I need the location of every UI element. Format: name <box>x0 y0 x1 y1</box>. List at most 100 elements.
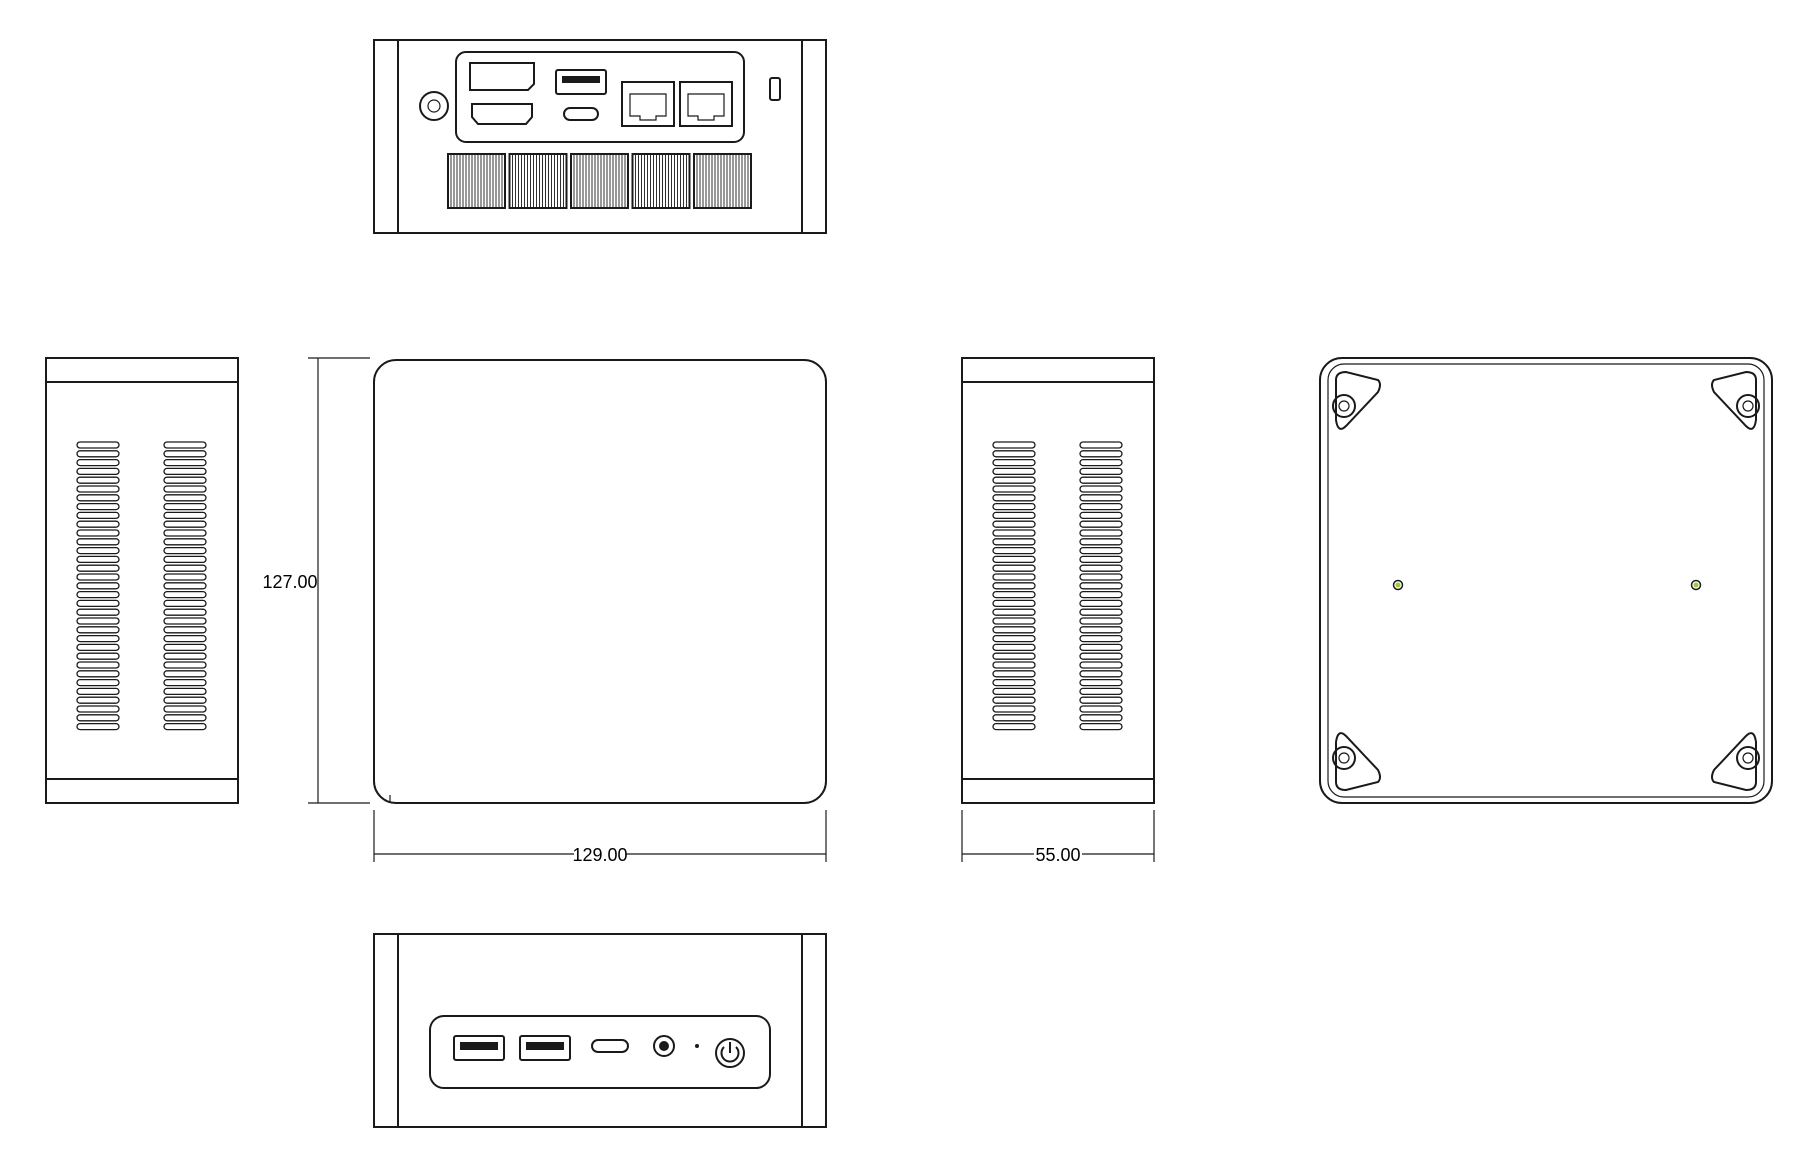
vent-slot <box>1079 573 1123 581</box>
vent-slot <box>1079 494 1123 502</box>
vent-slot <box>76 485 120 493</box>
vent-slot <box>1079 643 1123 652</box>
usb-a-port-icon <box>519 1035 571 1061</box>
vent-slot <box>992 687 1036 696</box>
vent-slot <box>76 441 120 449</box>
front-view <box>373 933 827 1128</box>
vent-slot <box>76 634 120 643</box>
vent-slot <box>163 573 207 581</box>
vent-slot <box>163 643 207 652</box>
status-led-icon <box>695 1044 699 1048</box>
vent-slot <box>76 494 120 502</box>
vent-slot <box>163 608 207 616</box>
vent-slot <box>163 617 207 625</box>
height-dimension-label: 127.00 <box>262 572 317 592</box>
vent-slot <box>1079 538 1123 546</box>
vent-slot <box>1079 696 1123 704</box>
vent-slot <box>163 599 207 608</box>
vent-slot <box>992 670 1036 678</box>
vent-slot <box>163 467 207 476</box>
vent-slot <box>163 687 207 696</box>
vent-slot <box>76 661 120 669</box>
vent-slot <box>992 608 1036 616</box>
vent-slot <box>992 467 1036 476</box>
width-dimension: 129.00 <box>373 810 827 865</box>
vent-slot <box>163 705 207 713</box>
vent-slot <box>1079 485 1123 493</box>
mounting-screw-hole <box>1392 579 1404 591</box>
rear-vent-grille <box>447 153 752 209</box>
vent-slot <box>163 714 207 722</box>
vent-slot <box>1079 555 1123 564</box>
rubber-foot <box>1332 370 1381 430</box>
vent-slot <box>992 652 1036 660</box>
vent-slot <box>1079 582 1123 590</box>
vent-slot <box>992 520 1036 528</box>
vent-slot <box>1079 564 1123 572</box>
hdmi-port-icon <box>471 103 533 125</box>
vent-slot <box>163 441 207 449</box>
vent-slot <box>1079 670 1123 678</box>
vent-slot <box>163 555 207 564</box>
rear-view <box>373 39 827 234</box>
vent-slot <box>76 529 120 537</box>
mounting-screw-hole <box>1690 579 1702 591</box>
vent-slot <box>992 485 1036 493</box>
vent-slot <box>76 608 120 616</box>
vent-slot <box>992 678 1036 687</box>
vent-slot <box>76 670 120 678</box>
usb-c-port-icon <box>591 1039 629 1053</box>
power-button-icon[interactable] <box>715 1038 745 1068</box>
vent-slot <box>76 458 120 467</box>
vent-slot <box>163 652 207 660</box>
vent-slot <box>992 722 1036 731</box>
vent-slot <box>163 538 207 546</box>
vent-slot <box>76 705 120 713</box>
vent-slot <box>76 467 120 476</box>
depth-dimension-label: 55.00 <box>1035 845 1080 865</box>
vent-slot <box>1079 511 1123 520</box>
vent-slot <box>1079 546 1123 555</box>
ethernet-port-icon <box>679 81 733 127</box>
vent-slot <box>163 670 207 678</box>
vent-slot <box>992 450 1036 458</box>
vent-slot <box>992 599 1036 608</box>
vent-slot <box>163 661 207 669</box>
vent-slot <box>163 476 207 484</box>
vent-slot <box>163 722 207 731</box>
vent-slot <box>992 555 1036 564</box>
vent-slot <box>992 705 1036 713</box>
vent-slot <box>1079 652 1123 660</box>
vent-slot <box>163 529 207 537</box>
vent-slot <box>992 582 1036 590</box>
vent-slot <box>76 582 120 590</box>
vent-slot <box>1079 626 1123 634</box>
vent-slot <box>992 617 1036 625</box>
bottom-view <box>1319 357 1773 804</box>
vent-grille-block <box>631 153 691 209</box>
vent-slot <box>76 538 120 546</box>
security-lock-slot-icon <box>769 77 781 101</box>
vent-grille-block <box>447 153 506 209</box>
vent-slot <box>992 573 1036 581</box>
right-side-vent-slots <box>992 441 1123 731</box>
vent-grille-block <box>693 153 752 209</box>
vent-slot <box>992 696 1036 704</box>
vent-slot <box>1079 608 1123 616</box>
vent-slot <box>163 546 207 555</box>
vent-slot <box>1079 467 1123 476</box>
vent-slot <box>76 573 120 581</box>
usb-a-port-icon <box>555 69 607 95</box>
vent-slot <box>76 520 120 528</box>
vent-slot <box>1079 714 1123 722</box>
vent-slot <box>992 590 1036 599</box>
vent-slot <box>1079 599 1123 608</box>
vent-slot <box>76 696 120 704</box>
vent-slot <box>76 450 120 458</box>
vent-slot <box>76 722 120 731</box>
displayport-icon <box>469 62 535 91</box>
ethernet-port-icon <box>621 81 675 127</box>
vent-slot <box>76 476 120 484</box>
vent-slot <box>1079 450 1123 458</box>
